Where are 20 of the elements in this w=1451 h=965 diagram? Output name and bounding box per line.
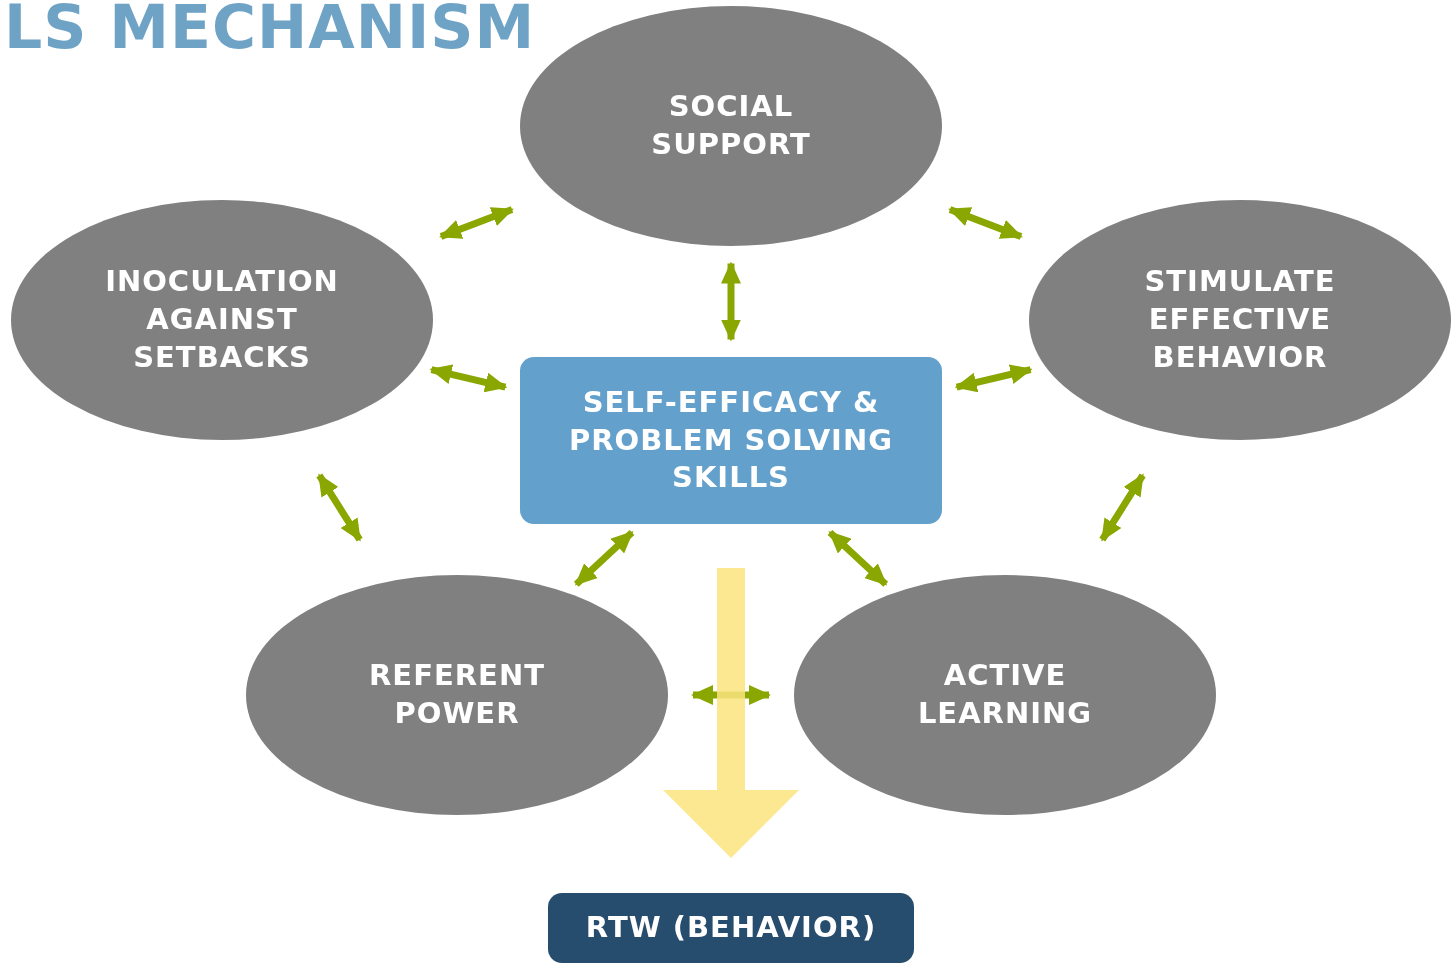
node-label: ACTIVE LEARNING <box>916 657 1094 732</box>
large-arrow <box>663 568 799 858</box>
node-label: RTW (BEHAVIOR) <box>584 909 878 947</box>
double-arrow <box>948 206 1023 240</box>
node-label: REFERENT POWER <box>368 657 546 732</box>
double-arrow <box>316 473 363 542</box>
double-arrow <box>954 364 1033 393</box>
node-label: SOCIAL SUPPORT <box>650 88 812 163</box>
double-arrow <box>827 529 889 587</box>
node-label: INOCULATION AGAINST SETBACKS <box>104 263 340 376</box>
node-label: STIMULATE EFFECTIVE BEHAVIOR <box>1143 263 1337 376</box>
rounded-box <box>520 357 942 524</box>
double-arrow <box>573 529 635 587</box>
title: LS MECHANISM <box>4 0 536 62</box>
double-arrow <box>1099 473 1146 542</box>
node-label: SELF-EFFICACY & PROBLEM SOLVING SKILLS <box>568 383 894 497</box>
double-arrow <box>721 261 741 342</box>
double-arrow <box>429 364 508 393</box>
rounded-box <box>548 893 914 963</box>
double-arrow <box>439 206 514 240</box>
